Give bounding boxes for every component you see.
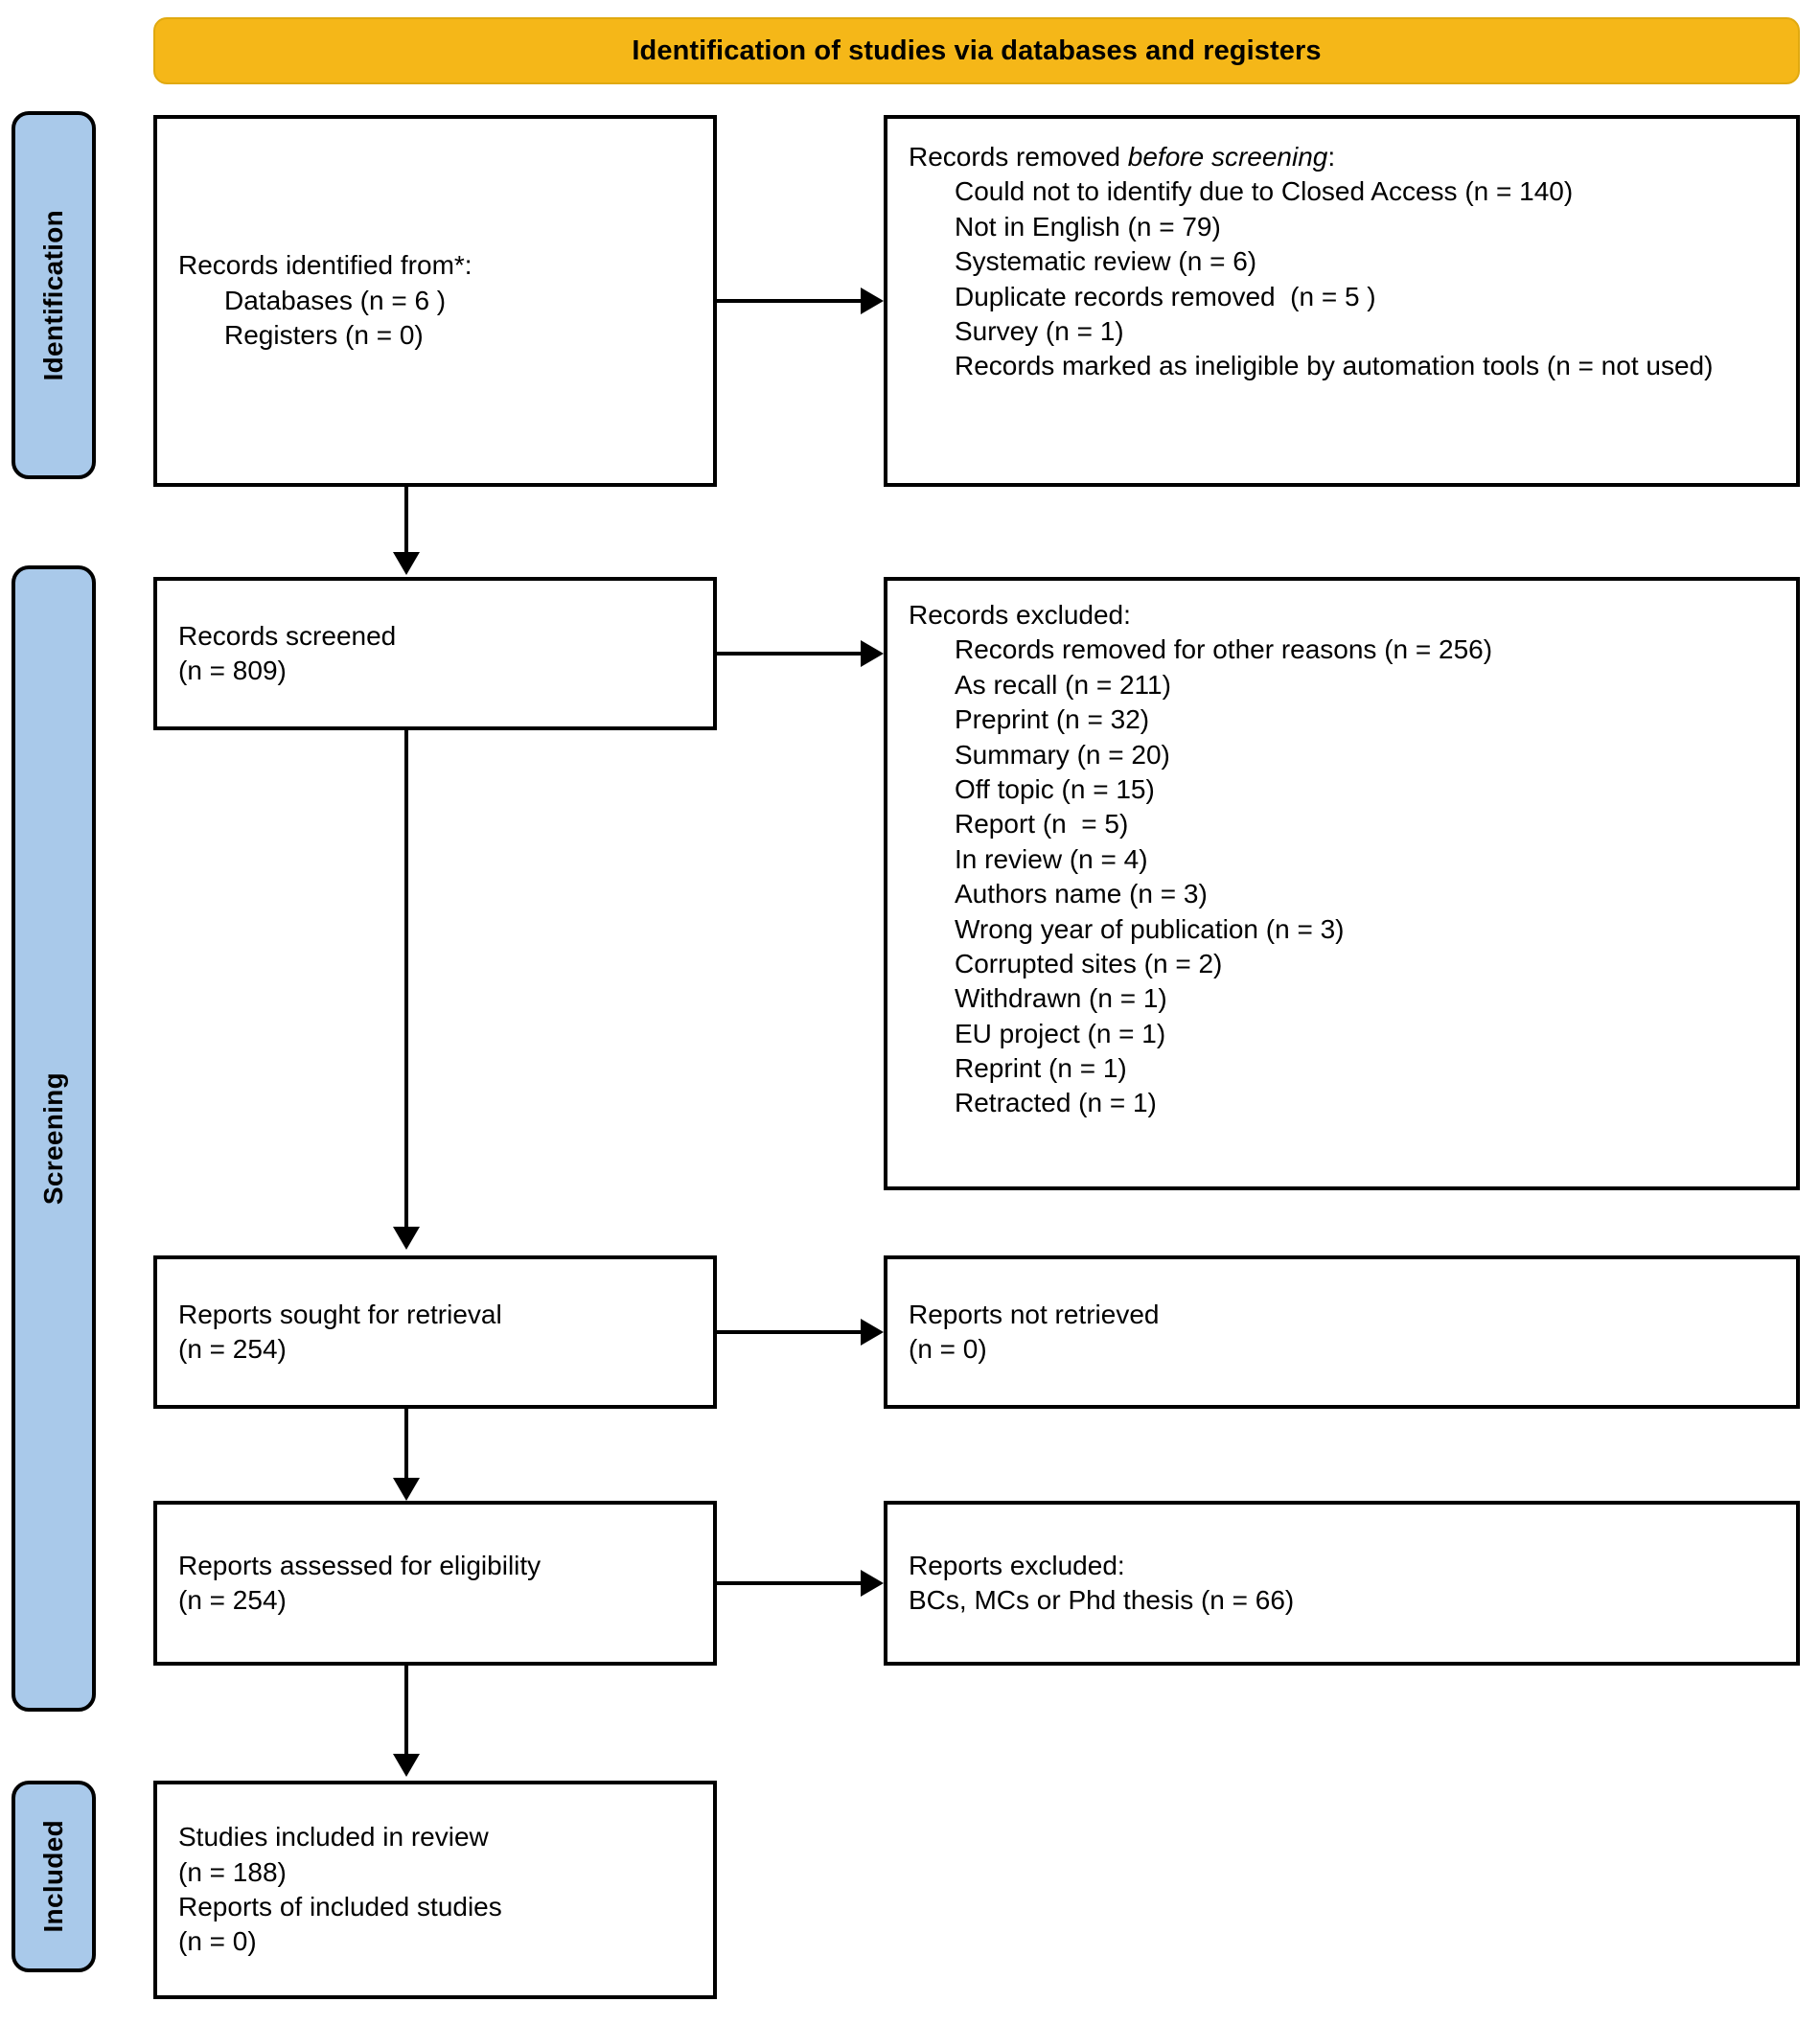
box-line: BCs, MCs or Phd thesis (n = 66) <box>909 1585 1295 1615</box>
box-line: In review (n = 4) <box>955 843 1148 874</box>
box-line: Off topic (n = 15) <box>955 773 1155 804</box>
box-line: Records marked as ineligible by automati… <box>955 351 1714 381</box>
connector-line-identified-to-removed <box>717 299 872 303</box>
box-records-excluded: Records excluded: Records removed for ot… <box>884 577 1800 1190</box>
arrow-head-sought-to-not-retrieved <box>861 1319 884 1346</box>
box-reports-excluded: Reports excluded: BCs, MCs or Phd thesis… <box>884 1501 1800 1666</box>
connector-line-sought-to-assessed <box>404 1409 408 1484</box>
box-line: Reports excluded: <box>909 1550 1125 1580</box>
box-line-text: Records removed <box>909 142 1128 172</box>
box-line: Records excluded: <box>909 600 1131 630</box>
box-line: (n = 809) <box>178 656 287 685</box>
stage-tab-included-label: Included <box>38 1820 68 1933</box>
box-records-screened: Records screened (n = 809) <box>153 577 717 730</box>
box-line: Summary (n = 20) <box>955 739 1170 770</box>
box-line: (n = 0) <box>909 1334 987 1364</box>
box-line: Reports of included studies <box>178 1892 502 1921</box>
box-line: (n = 0) <box>178 1926 257 1957</box>
box-line: As recall (n = 211) <box>955 669 1171 700</box>
box-line: Wrong year of publication (n = 3) <box>955 913 1345 944</box>
box-line: Report (n = 5) <box>955 809 1129 840</box>
stage-tab-screening: Screening <box>12 565 96 1712</box>
box-line: Duplicate records removed (n = 5 ) <box>955 281 1376 311</box>
arrow-head-sought-to-assessed <box>393 1478 420 1501</box>
box-line: Records screened <box>178 620 397 651</box>
connector-line-screened-to-excluded <box>717 652 872 656</box>
box-line: Preprint (n = 32) <box>955 704 1150 735</box>
box-line: (n = 188) <box>178 1856 287 1887</box>
box-line: Records removed before screening: <box>909 140 1775 174</box>
box-line: Reports assessed for eligibility <box>178 1550 541 1580</box>
stage-tab-identification-label: Identification <box>38 209 68 381</box>
box-line: Authors name (n = 3) <box>955 879 1208 909</box>
box-line-suffix: : <box>1327 142 1336 172</box>
box-line: Retracted (n = 1) <box>955 1088 1157 1118</box>
connector-line-identified-to-screened <box>404 487 408 558</box>
page-title: Identification of studies via databases … <box>632 35 1322 66</box>
box-line: Withdrawn (n = 1) <box>955 983 1167 1014</box>
connector-line-sought-to-not-retrieved <box>717 1330 872 1334</box>
diagram-header-banner: Identification of studies via databases … <box>153 17 1800 84</box>
arrow-head-screened-to-sought <box>393 1227 420 1250</box>
box-reports-assessed: Reports assessed for eligibility (n = 25… <box>153 1501 717 1666</box>
box-line: (n = 254) <box>178 1334 287 1364</box>
box-records-identified: Records identified from*: Databases (n =… <box>153 115 717 487</box>
box-line: Reports not retrieved <box>909 1299 1160 1329</box>
stage-tab-identification: Identification <box>12 111 96 479</box>
box-line: Databases (n = 6 ) <box>224 285 447 315</box>
box-line: Records removed for other reasons (n = 2… <box>955 634 1493 665</box>
arrow-head-identified-to-removed <box>861 288 884 314</box>
arrow-head-identified-to-screened <box>393 552 420 575</box>
box-line: Reprint (n = 1) <box>955 1053 1127 1084</box>
box-records-removed-before-screening: Records removed before screening: Could … <box>884 115 1800 487</box>
connector-line-assessed-to-excluded <box>717 1581 872 1585</box>
arrow-head-assessed-to-excluded <box>861 1570 884 1597</box>
connector-line-screened-to-sought <box>404 730 408 1232</box>
stage-tab-included: Included <box>12 1781 96 1972</box>
box-reports-not-retrieved: Reports not retrieved (n = 0) <box>884 1255 1800 1409</box>
box-reports-sought: Reports sought for retrieval (n = 254) <box>153 1255 717 1409</box>
box-line: Records identified from*: <box>178 250 472 281</box>
stage-tab-screening-label: Screening <box>38 1071 68 1206</box>
box-line: Not in English (n = 79) <box>955 211 1221 242</box>
connector-line-assessed-to-included <box>404 1666 408 1760</box>
box-studies-included: Studies included in review (n = 188) Rep… <box>153 1781 717 1999</box>
box-line-italic: before screening <box>1127 142 1328 172</box>
box-line: Corrupted sites (n = 2) <box>955 948 1223 978</box>
box-line: Survey (n = 1) <box>955 315 1124 346</box>
box-line: Could not to identify due to Closed Acce… <box>955 176 1574 207</box>
arrow-head-screened-to-excluded <box>861 640 884 667</box>
box-line: Reports sought for retrieval <box>178 1299 502 1329</box>
box-line: Systematic review (n = 6) <box>955 246 1257 277</box>
arrow-head-assessed-to-included <box>393 1754 420 1777</box>
box-line: EU project (n = 1) <box>955 1018 1166 1048</box>
box-line: Registers (n = 0) <box>224 320 424 351</box>
box-line: (n = 254) <box>178 1585 287 1615</box>
box-line: Studies included in review <box>178 1822 489 1852</box>
